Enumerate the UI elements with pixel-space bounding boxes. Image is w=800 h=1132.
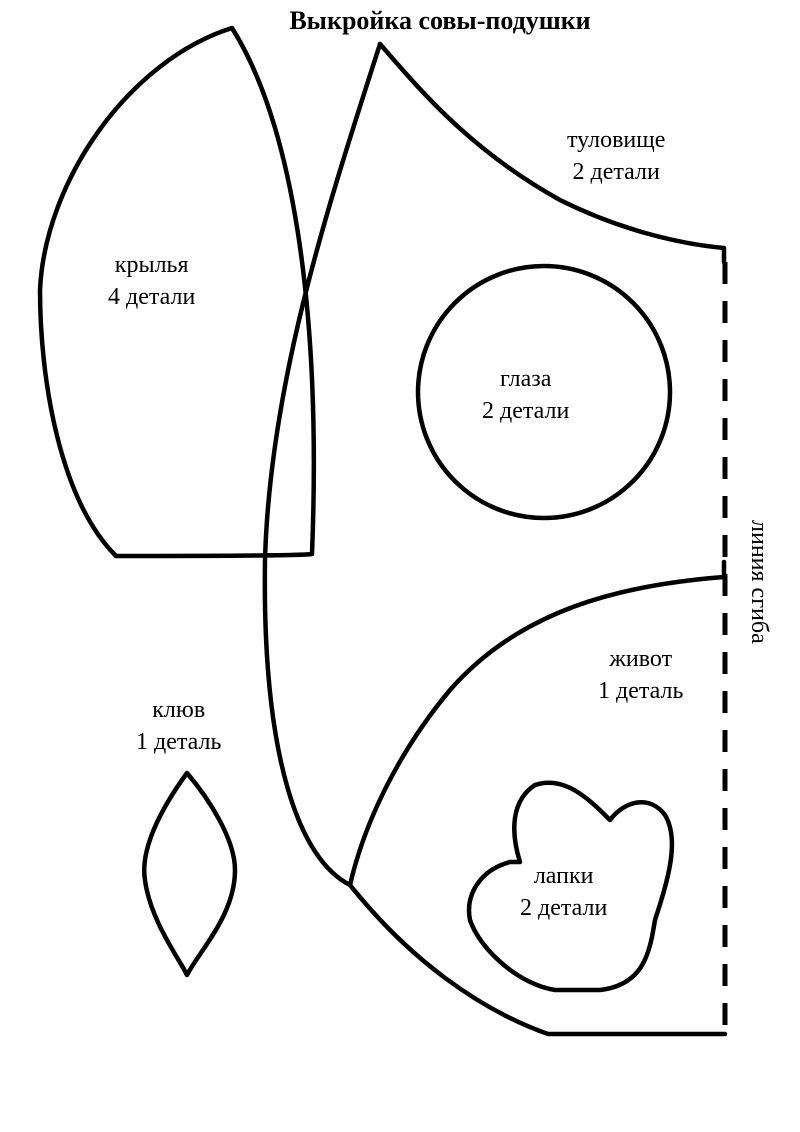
feet-piece-outline — [466, 780, 675, 993]
beak-piece-outline — [141, 770, 238, 978]
belly-label: живот 1 деталь — [598, 643, 683, 707]
beak-name: клюв — [152, 697, 206, 723]
body-name: туловище — [567, 127, 666, 153]
wings-name: крылья — [114, 252, 189, 278]
page-title: Выкройка совы-подушки — [289, 6, 591, 35]
feet-count: 2 детали — [520, 895, 608, 921]
body-piece-outline — [262, 41, 728, 1037]
belly-name: живот — [609, 646, 673, 672]
body-top-edge — [377, 41, 727, 265]
beak-label: клюв 1 деталь — [136, 694, 221, 758]
eyes-name: глаза — [499, 366, 552, 392]
feet-label: лапки 2 детали — [520, 860, 607, 924]
feet-name: лапки — [533, 863, 594, 889]
wing-piece-outline — [37, 25, 317, 559]
eye-piece-outline — [415, 263, 673, 521]
body-label: туловище 2 детали — [567, 124, 665, 188]
belly-piece-outline — [347, 559, 727, 888]
eyes-label: глаза 2 детали — [482, 363, 569, 427]
fold-line-label: линия сгиба — [746, 520, 772, 644]
body-count: 2 детали — [572, 159, 660, 185]
eyes-count: 2 детали — [482, 398, 570, 424]
belly-count: 1 деталь — [598, 678, 684, 704]
beak-count: 1 деталь — [136, 729, 222, 755]
wings-label: крылья 4 детали — [108, 249, 195, 313]
wings-count: 4 детали — [108, 284, 196, 310]
